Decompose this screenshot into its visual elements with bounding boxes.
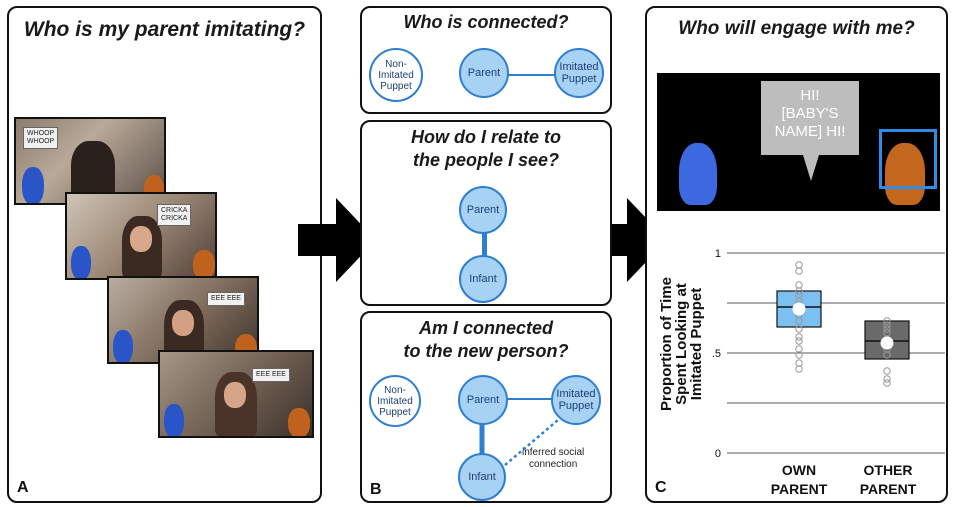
node-parent: Parent bbox=[459, 48, 509, 98]
data-point bbox=[795, 345, 803, 353]
panel-a-label: A bbox=[17, 479, 29, 496]
connection-line bbox=[482, 222, 487, 262]
data-point bbox=[795, 359, 803, 367]
panel-c: Who will engage with me? HI! [BABY'S NAM… bbox=[645, 6, 948, 503]
inferred-connection-label: inferred social connection bbox=[522, 447, 584, 471]
node-imitated-puppet: Imitated Puppet bbox=[551, 375, 601, 425]
node-parent: Parent bbox=[458, 375, 508, 425]
data-point bbox=[795, 325, 803, 333]
orange-puppet bbox=[885, 143, 925, 205]
node-parent: Parent bbox=[459, 186, 507, 234]
node-imitated-puppet: Imitated Puppet bbox=[554, 48, 604, 98]
x-label-other: OTHER PARENT bbox=[843, 461, 933, 499]
speech-line: HI! bbox=[800, 87, 820, 104]
label-line: inferred social bbox=[522, 447, 585, 458]
node-label: Parent bbox=[466, 204, 500, 216]
data-point bbox=[795, 261, 803, 269]
node-label: Infant bbox=[468, 471, 496, 483]
data-point bbox=[795, 317, 803, 325]
data-point bbox=[795, 287, 803, 295]
data-point bbox=[883, 317, 891, 325]
bubble-text: EEE EEE bbox=[256, 371, 286, 378]
axis-title-line: Spent Looking at bbox=[673, 283, 690, 405]
y-tick-label: 0 bbox=[715, 448, 721, 460]
bubble-text: WHOOP bbox=[27, 138, 55, 145]
connection-line bbox=[505, 74, 559, 76]
speech-bubble-3: EEE EEE bbox=[207, 292, 245, 306]
node-infant: Infant bbox=[458, 453, 506, 501]
data-point bbox=[795, 351, 803, 359]
data-point bbox=[795, 333, 803, 341]
mean-marker bbox=[880, 336, 894, 350]
node-label: Parent bbox=[466, 394, 500, 406]
x-label-line: PARENT bbox=[770, 481, 828, 497]
panel-b-label: B bbox=[370, 481, 382, 498]
title-line: Am I connected bbox=[418, 318, 554, 338]
data-point bbox=[795, 337, 803, 345]
data-point bbox=[883, 321, 891, 329]
box-plot: 0.51 bbox=[712, 248, 945, 460]
video-frame-2: CRICKA CRICKA bbox=[65, 192, 217, 280]
y-tick-label: 1 bbox=[715, 248, 721, 260]
axis-title-line: Proportion of Time bbox=[658, 277, 675, 411]
speech-bubble-4: EEE EEE bbox=[252, 368, 290, 382]
panel-b-box-3: Am I connected to the new person? Non-Im… bbox=[360, 311, 612, 503]
data-point bbox=[795, 365, 803, 373]
x-label-line: PARENT bbox=[859, 481, 917, 497]
x-label-line: OWN bbox=[781, 462, 817, 478]
mean-marker bbox=[792, 302, 806, 316]
arrow-right-icon bbox=[589, 198, 667, 282]
panel-c-title: Who will engage with me? bbox=[678, 18, 915, 39]
node-infant: Infant bbox=[459, 255, 507, 303]
node-label: Non-Imitated Puppet bbox=[378, 58, 414, 92]
connection-lines bbox=[479, 398, 559, 466]
bubble-text: CRICKA bbox=[161, 215, 188, 222]
title-line: How do I relate to bbox=[410, 127, 561, 147]
speech-line: [BABY'S bbox=[781, 105, 839, 122]
data-point bbox=[795, 281, 803, 289]
x-label-line: OTHER bbox=[863, 462, 913, 478]
data-point bbox=[883, 351, 891, 359]
title-line: the people I see? bbox=[412, 150, 560, 170]
data-point bbox=[883, 375, 891, 383]
speech-bubble-tail bbox=[803, 155, 819, 181]
panel-a-title: Who is my parent imitating? bbox=[23, 18, 306, 41]
panel-c-label: C bbox=[655, 479, 667, 496]
stimulus-scene: HI! [BABY'S NAME] HI! bbox=[657, 73, 940, 211]
bubble-text: EEE EEE bbox=[211, 295, 241, 302]
data-point bbox=[883, 379, 891, 387]
speech-bubble-1: WHOOP WHOOP bbox=[23, 127, 59, 149]
node-label: Imitated Puppet bbox=[559, 61, 599, 85]
node-nonimitated-puppet: Non-Imitated Puppet bbox=[369, 48, 423, 102]
blue-puppet bbox=[679, 143, 717, 205]
x-label-own: OWN PARENT bbox=[754, 461, 844, 499]
box-1-title: Who is connected? bbox=[403, 12, 569, 32]
data-point bbox=[883, 367, 891, 375]
node-label: Infant bbox=[469, 273, 497, 285]
video-frame-4: EEE EEE bbox=[158, 350, 314, 438]
speech-bubble: HI! [BABY'S NAME] HI! bbox=[761, 81, 859, 155]
speech-bubble-2: CRICKA CRICKA bbox=[157, 204, 192, 226]
arrow-right-icon bbox=[298, 198, 376, 282]
node-label: Non-Imitated Puppet bbox=[377, 384, 413, 418]
data-point bbox=[795, 267, 803, 275]
y-tick-label: .5 bbox=[712, 348, 721, 360]
label-line: connection bbox=[528, 459, 578, 470]
box-2-title: How do I relate to the people I see? bbox=[362, 126, 610, 172]
node-label: Parent bbox=[467, 67, 501, 79]
selection-box bbox=[879, 129, 937, 189]
bubble-text: WHOOP bbox=[27, 130, 55, 137]
node-label: Imitated Puppet bbox=[556, 388, 596, 412]
data-point bbox=[883, 325, 891, 333]
node-nonimitated-puppet: Non-Imitated Puppet bbox=[369, 375, 421, 427]
speech-line: NAME] HI! bbox=[774, 123, 846, 140]
box-3-title: Am I connected to the new person? bbox=[362, 317, 610, 363]
panel-b-box-1: Who is connected? Non-Imitated Puppet Pa… bbox=[360, 6, 612, 114]
bubble-text: CRICKA bbox=[161, 207, 188, 214]
title-line: to the new person? bbox=[403, 341, 569, 361]
panel-b-box-2: How do I relate to the people I see? Par… bbox=[360, 120, 612, 306]
